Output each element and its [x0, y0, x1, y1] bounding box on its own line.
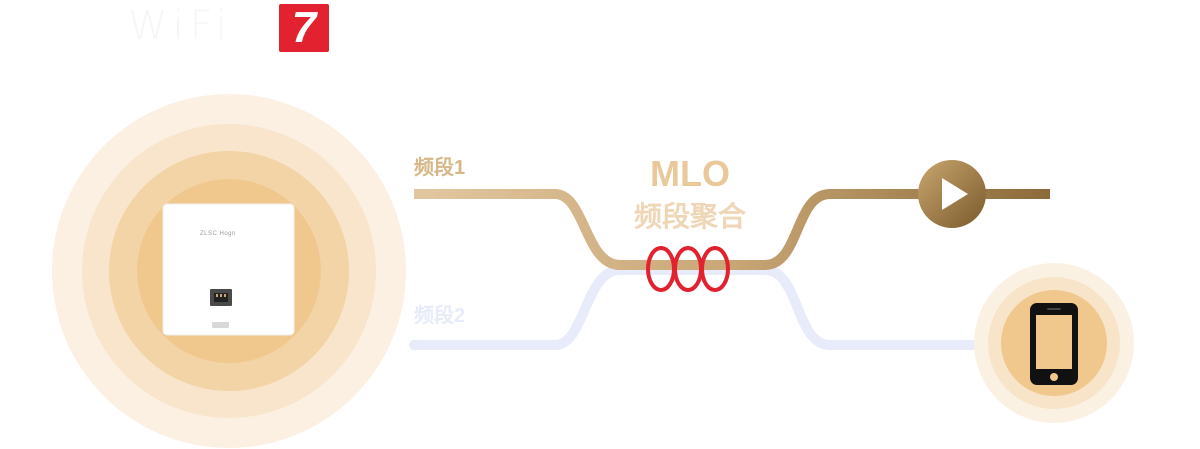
wifi7-logo: WiFi 7: [128, 0, 333, 56]
band1-path: [414, 189, 1050, 270]
smartphone-icon: [1030, 303, 1078, 385]
mlo-title: MLO: [650, 153, 730, 194]
band2-path: [409, 265, 1015, 350]
logo-wifi-text: WiFi: [128, 3, 233, 49]
mlo-subtitle: 频段聚合: [633, 201, 746, 232]
band1-label: 频段1: [414, 157, 466, 179]
ethernet-port-icon: [210, 289, 232, 306]
link-rings-icon: [646, 246, 730, 292]
logo-badge: 7: [279, 4, 329, 52]
play-icon: [918, 160, 986, 228]
device-brand-label: ZLSC Hogn: [200, 231, 236, 237]
logo-badge-number: 7: [291, 3, 317, 52]
band2-label: 频段2: [414, 305, 466, 327]
wall-plate-device: [162, 203, 295, 336]
